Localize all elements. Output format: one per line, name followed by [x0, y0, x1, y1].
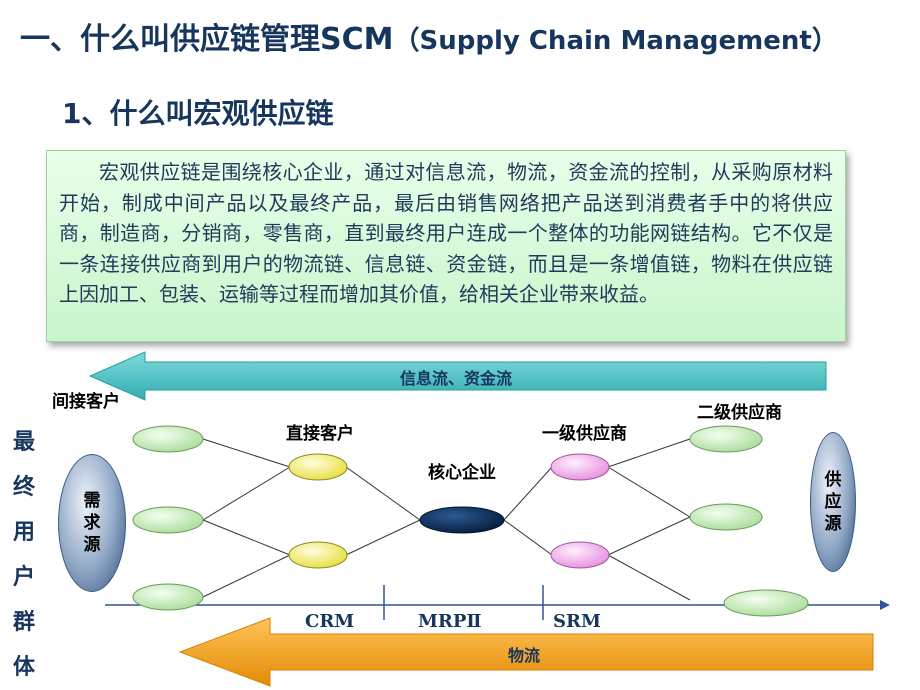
logistics-flow-arrow [178, 617, 874, 687]
indirect-customer-node-2 [132, 506, 204, 534]
direct-customer-label: 直接客户 [286, 424, 354, 444]
demand-source: 需求源 [58, 454, 126, 592]
mrp-label: MRPⅡ [418, 611, 482, 632]
section-subtitle: 1、什么叫宏观供应链 [62, 97, 334, 130]
core-enterprise-node [419, 506, 505, 534]
axis-arrowhead [880, 600, 890, 610]
page-title-cn: 一、什么叫供应链管理SCM [20, 22, 394, 57]
tier1-supplier-label: 一级供应商 [542, 424, 627, 444]
end-user-group-label: 最终用户群体 [12, 430, 35, 680]
tier2-supplier-label: 二级供应商 [697, 403, 782, 423]
direct-customer-node-2 [288, 541, 348, 569]
indirect-customer-node-3 [132, 583, 204, 611]
demand-source-label: 需求源 [83, 491, 101, 555]
info-capital-flow-arrow [88, 351, 827, 401]
core-enterprise-label: 核心企业 [428, 463, 496, 483]
page-title: 一、什么叫供应链管理SCM（Supply Chain Management） [20, 14, 838, 58]
crm-label: CRM [305, 611, 355, 632]
tier2-supplier-node-2 [689, 503, 763, 531]
info-capital-flow-label: 信息流、资金流 [400, 369, 513, 388]
tier2-supplier-node-3 [723, 589, 809, 617]
tier2-supplier-node-1 [689, 425, 763, 453]
indirect-customer-label: 间接客户 [52, 392, 120, 412]
tier1-supplier-node-2 [550, 541, 610, 569]
connector-lines [202, 438, 691, 601]
direct-customer-node-1 [288, 453, 348, 481]
definition-box: 宏观供应链是围绕核心企业，通过对信息流，物流，资金流的控制，从采购原材料开始，制… [46, 150, 846, 342]
supply-source: 供应源 [810, 432, 856, 572]
srm-label: SRM [553, 611, 601, 632]
page-title-en: （Supply Chain Management） [393, 26, 838, 56]
logistics-flow-label: 物流 [508, 646, 541, 665]
tier1-supplier-node-1 [550, 453, 610, 481]
supply-source-label: 供应源 [824, 470, 842, 534]
indirect-customer-node-1 [132, 425, 204, 453]
